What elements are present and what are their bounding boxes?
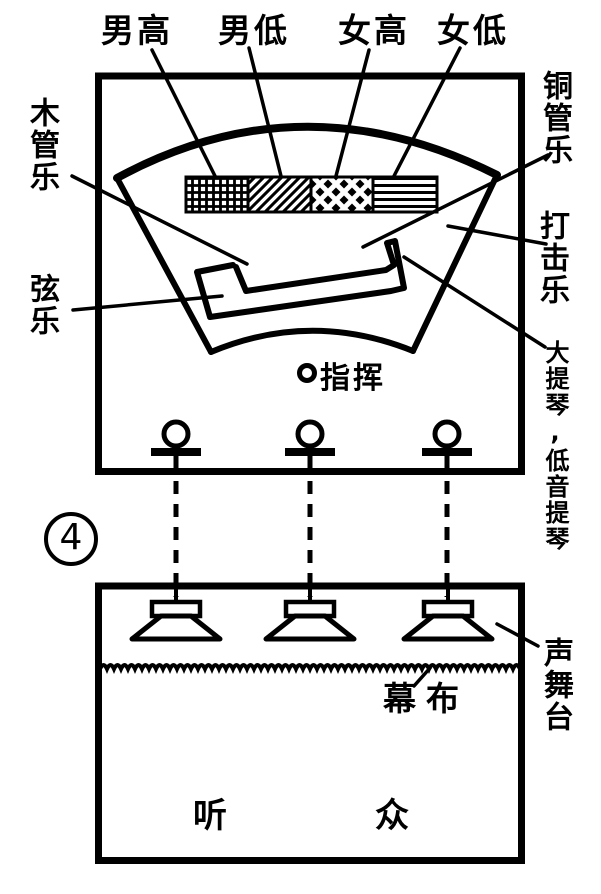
label-curtain: 幕布 <box>383 679 469 718</box>
stage-outline <box>95 72 525 475</box>
microphone-icon <box>285 419 335 475</box>
leader-line-bass <box>247 46 283 178</box>
label-strings: 弦乐 <box>24 273 59 337</box>
loudspeaker-icon <box>263 586 357 642</box>
leader-line-sound-stage <box>495 622 540 648</box>
leader-line-percussion <box>446 224 548 246</box>
choir-segment-alto <box>371 175 439 214</box>
microphone-icon <box>151 419 201 475</box>
fan-right-side <box>410 172 500 354</box>
cello-bass-riser <box>194 238 407 320</box>
choir-segment-tenor <box>184 175 250 214</box>
conductor-dot-icon <box>297 363 317 383</box>
microphone-icon <box>422 419 472 475</box>
leader-line-tenor <box>150 48 217 178</box>
label-percussion: 打击乐 <box>534 210 569 306</box>
leader-line-brass <box>361 153 550 249</box>
fan-outer-arc <box>113 122 501 182</box>
label-alto: 女低 <box>437 11 509 50</box>
label-tenor: 男高 <box>101 11 173 50</box>
label-brass: 铜管乐 <box>537 70 572 166</box>
leader-line-curtain <box>412 666 432 688</box>
leader-line-cello-bass <box>402 255 547 349</box>
orchestra-fan <box>113 122 501 355</box>
leader-line-soprano <box>334 48 371 178</box>
fan-inner-arc <box>208 327 416 355</box>
choir-segment-bass <box>246 175 313 214</box>
curtain-wave <box>98 663 522 674</box>
leader-line-alto <box>392 46 462 178</box>
leader-line-strings <box>71 294 224 312</box>
label-cello-bass: 大提琴,低音提琴 <box>541 340 569 552</box>
label-bass: 男低 <box>218 11 290 50</box>
leader-line-woodwinds <box>70 174 249 266</box>
label-woodwinds: 木管乐 <box>24 97 59 193</box>
choir-segment-soprano <box>309 175 375 214</box>
label-sound-stage: 声舞台 <box>538 637 573 733</box>
label-soprano: 女高 <box>338 11 410 50</box>
loudspeaker-icon <box>401 586 495 642</box>
choir-riser-bar <box>184 175 439 214</box>
figure-number-badge: 4 <box>44 512 98 566</box>
label-audience: 听众 <box>193 796 557 836</box>
leader-lines <box>70 46 550 688</box>
label-conductor: 指挥 <box>320 361 386 396</box>
loudspeaker-icon <box>129 586 223 642</box>
